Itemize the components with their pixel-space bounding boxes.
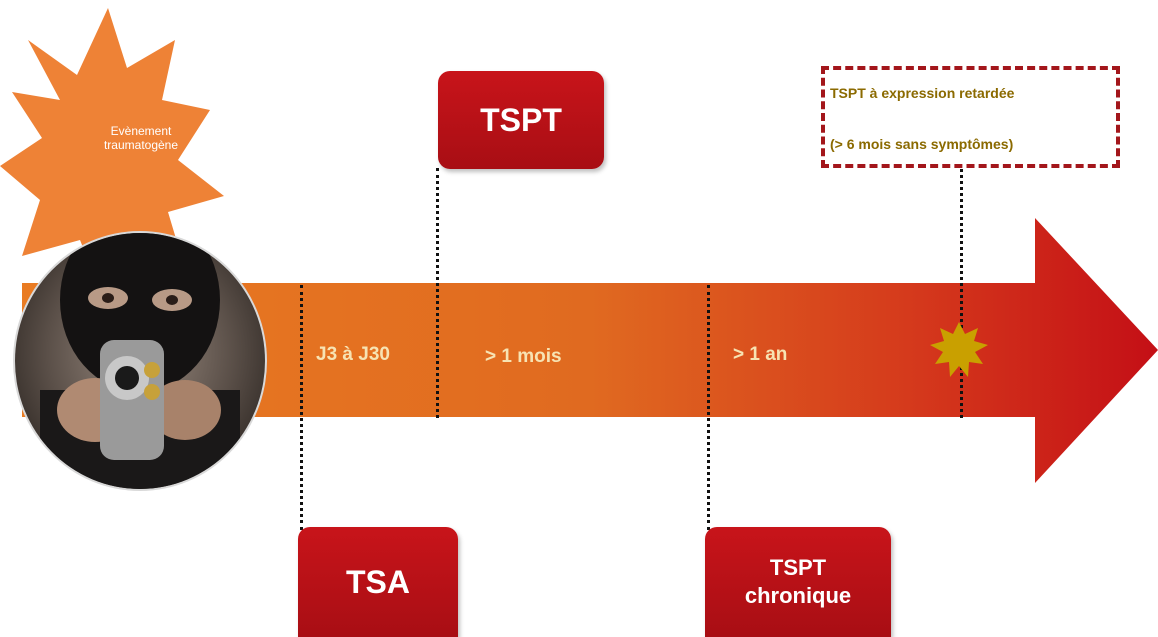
stage-box-tspt-chronique: TSPT chronique bbox=[705, 527, 891, 637]
stage-box-tspt-chronique-line1: TSPT bbox=[769, 555, 827, 580]
event-label: Evènement traumatogène bbox=[88, 124, 194, 152]
stage-box-tspt: TSPT bbox=[438, 71, 604, 169]
timeline-label-1-mois: > 1 mois bbox=[485, 346, 562, 367]
connector-delayed bbox=[960, 164, 963, 418]
event-label-line2: traumatogène bbox=[103, 138, 179, 152]
stage-box-tsa-label: TSA bbox=[346, 563, 410, 600]
delayed-expression-line1: TSPT à expression retardée bbox=[830, 85, 1015, 101]
stage-box-tspt-chronique-line2: chronique bbox=[744, 583, 852, 608]
connector-tsa bbox=[300, 285, 303, 530]
delayed-expression-line2: (> 6 mois sans symptômes) bbox=[830, 136, 1014, 152]
event-label-line1: Evènement bbox=[110, 124, 172, 138]
timeline-label-j3-j30: J3 à J30 bbox=[316, 344, 390, 365]
connector-tspt bbox=[436, 168, 439, 418]
stage-box-tsa: TSA bbox=[298, 527, 458, 637]
connector-tspt-chronique bbox=[707, 285, 710, 530]
stage-box-tspt-label: TSPT bbox=[480, 101, 562, 138]
timeline-label-1-an: > 1 an bbox=[733, 344, 788, 365]
delayed-expression-box: TSPT à expression retardée (> 6 mois san… bbox=[821, 66, 1120, 168]
